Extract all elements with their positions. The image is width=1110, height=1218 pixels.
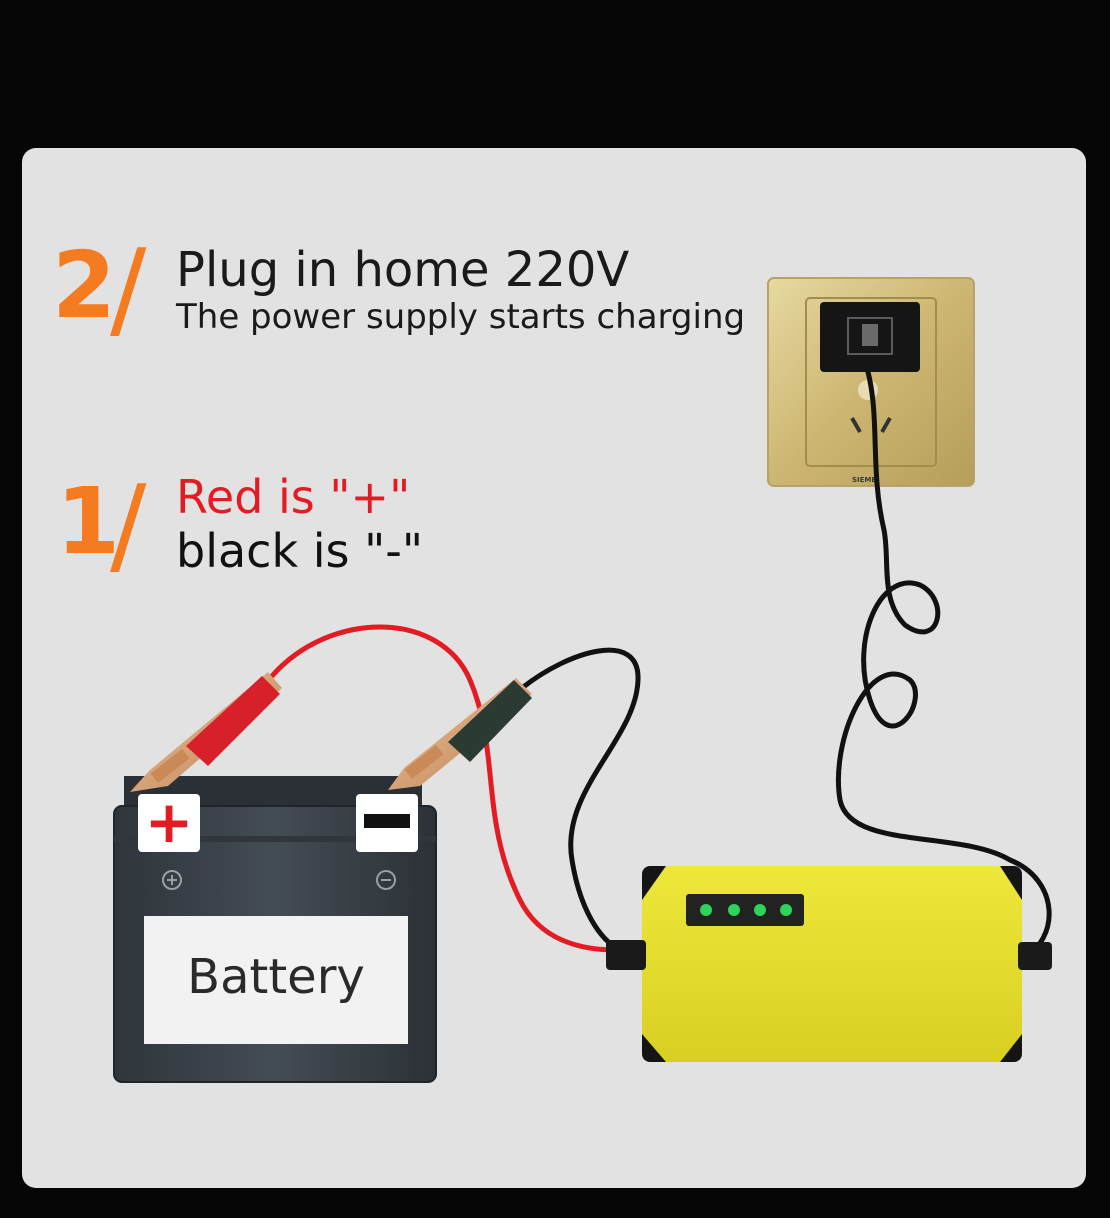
black-clamp [388,678,532,790]
step-1-black-label: black is "-" [176,524,424,578]
battery [113,776,437,1083]
led-2 [728,904,740,916]
charger [606,866,1052,1062]
red-clamp [130,672,282,792]
black-cable [519,647,641,953]
step-1-slash: / [110,463,147,588]
positive-terminal-marker [138,794,200,852]
plus-sign: + [145,788,194,856]
led-4 [780,904,792,916]
led-1 [700,904,712,916]
battery-label-card [144,916,408,1044]
led-3 [754,904,766,916]
power-cord [836,369,1052,961]
red-cable [269,624,619,953]
battery-label: Battery [187,949,365,1005]
step-2-number: 2 [52,232,117,339]
step-2-slash: / [110,227,147,352]
step-1-number: 1 [56,468,121,575]
step-2-subtitle: The power supply starts charging [176,297,746,337]
socket-brand: SIEME [852,476,876,484]
minus-sign [364,814,410,828]
step-1-red-label: Red is "+" [176,470,411,524]
step-2-title: Plug in home 220V [176,242,630,298]
